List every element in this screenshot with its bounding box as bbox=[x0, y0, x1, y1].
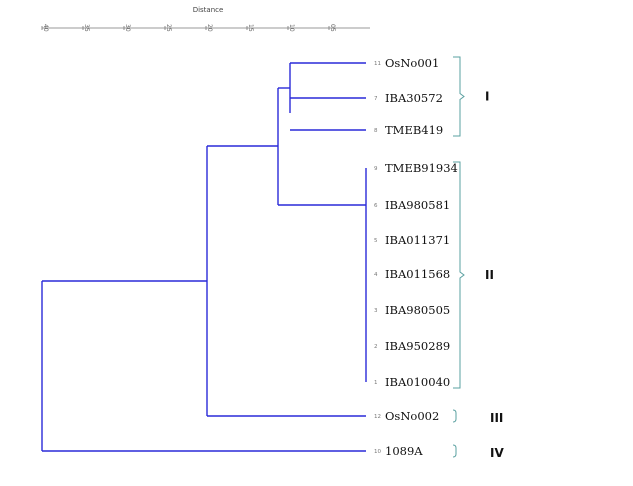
leaf-number: 12 bbox=[374, 414, 381, 420]
leaf-number: 2 bbox=[374, 344, 378, 350]
leaf-number: 9 bbox=[374, 166, 378, 172]
group-bracket bbox=[453, 56, 465, 137]
leaf-number: 11 bbox=[374, 61, 381, 67]
axis-tick-label: 40 bbox=[42, 24, 49, 32]
group-label: IV bbox=[490, 446, 504, 460]
leaf-label: IBA950289 bbox=[385, 339, 450, 353]
axis-tick-label: 30 bbox=[124, 24, 131, 32]
leaf-label: IBA980581 bbox=[385, 198, 450, 212]
group-bracket bbox=[452, 444, 457, 458]
distance-axis: Distance 40 35 30 25 20 15 10 05 bbox=[41, 6, 370, 32]
leaf-label: TMEB91934 bbox=[385, 161, 458, 175]
group-label: I bbox=[485, 90, 489, 104]
group-bracket bbox=[453, 161, 465, 389]
axis-tick-label: 35 bbox=[83, 24, 90, 32]
leaf-label: OsNo001 bbox=[385, 56, 439, 70]
axis-tick-label: 05 bbox=[329, 24, 336, 32]
axis-tick-label: 10 bbox=[288, 24, 295, 32]
group-label: II bbox=[485, 268, 494, 282]
leaf-number: 8 bbox=[374, 128, 378, 134]
leaf-number: 7 bbox=[374, 96, 378, 102]
axis-tick-label: 20 bbox=[206, 24, 213, 32]
leaf-number: 10 bbox=[374, 449, 381, 455]
tree-branches bbox=[41, 62, 367, 452]
leaf-number: 1 bbox=[374, 380, 378, 386]
leaf-number: 5 bbox=[374, 238, 378, 244]
leaf-label: IBA011568 bbox=[385, 267, 450, 281]
leaf-label: OsNo002 bbox=[385, 409, 439, 423]
leaf-label: IBA980505 bbox=[385, 303, 450, 317]
leaf-label: IBA010040 bbox=[385, 375, 450, 389]
leaf-number: 3 bbox=[374, 308, 378, 314]
axis-tick-label: 15 bbox=[247, 24, 254, 32]
leaf-label: IBA30572 bbox=[385, 91, 443, 105]
axis-title: Distance bbox=[193, 6, 224, 14]
group-bracket bbox=[452, 409, 457, 423]
leaf-label: IBA011371 bbox=[385, 233, 450, 247]
axis-tick-label: 25 bbox=[165, 24, 172, 32]
leaf-number: 4 bbox=[374, 272, 378, 278]
leaf-label: TMEB419 bbox=[385, 123, 443, 137]
group-label: III bbox=[490, 411, 503, 425]
leaf-label: 1089A bbox=[385, 444, 423, 458]
leaf-number: 6 bbox=[374, 203, 378, 209]
axis-ticks: 40 35 30 25 20 15 10 05 bbox=[41, 24, 336, 32]
